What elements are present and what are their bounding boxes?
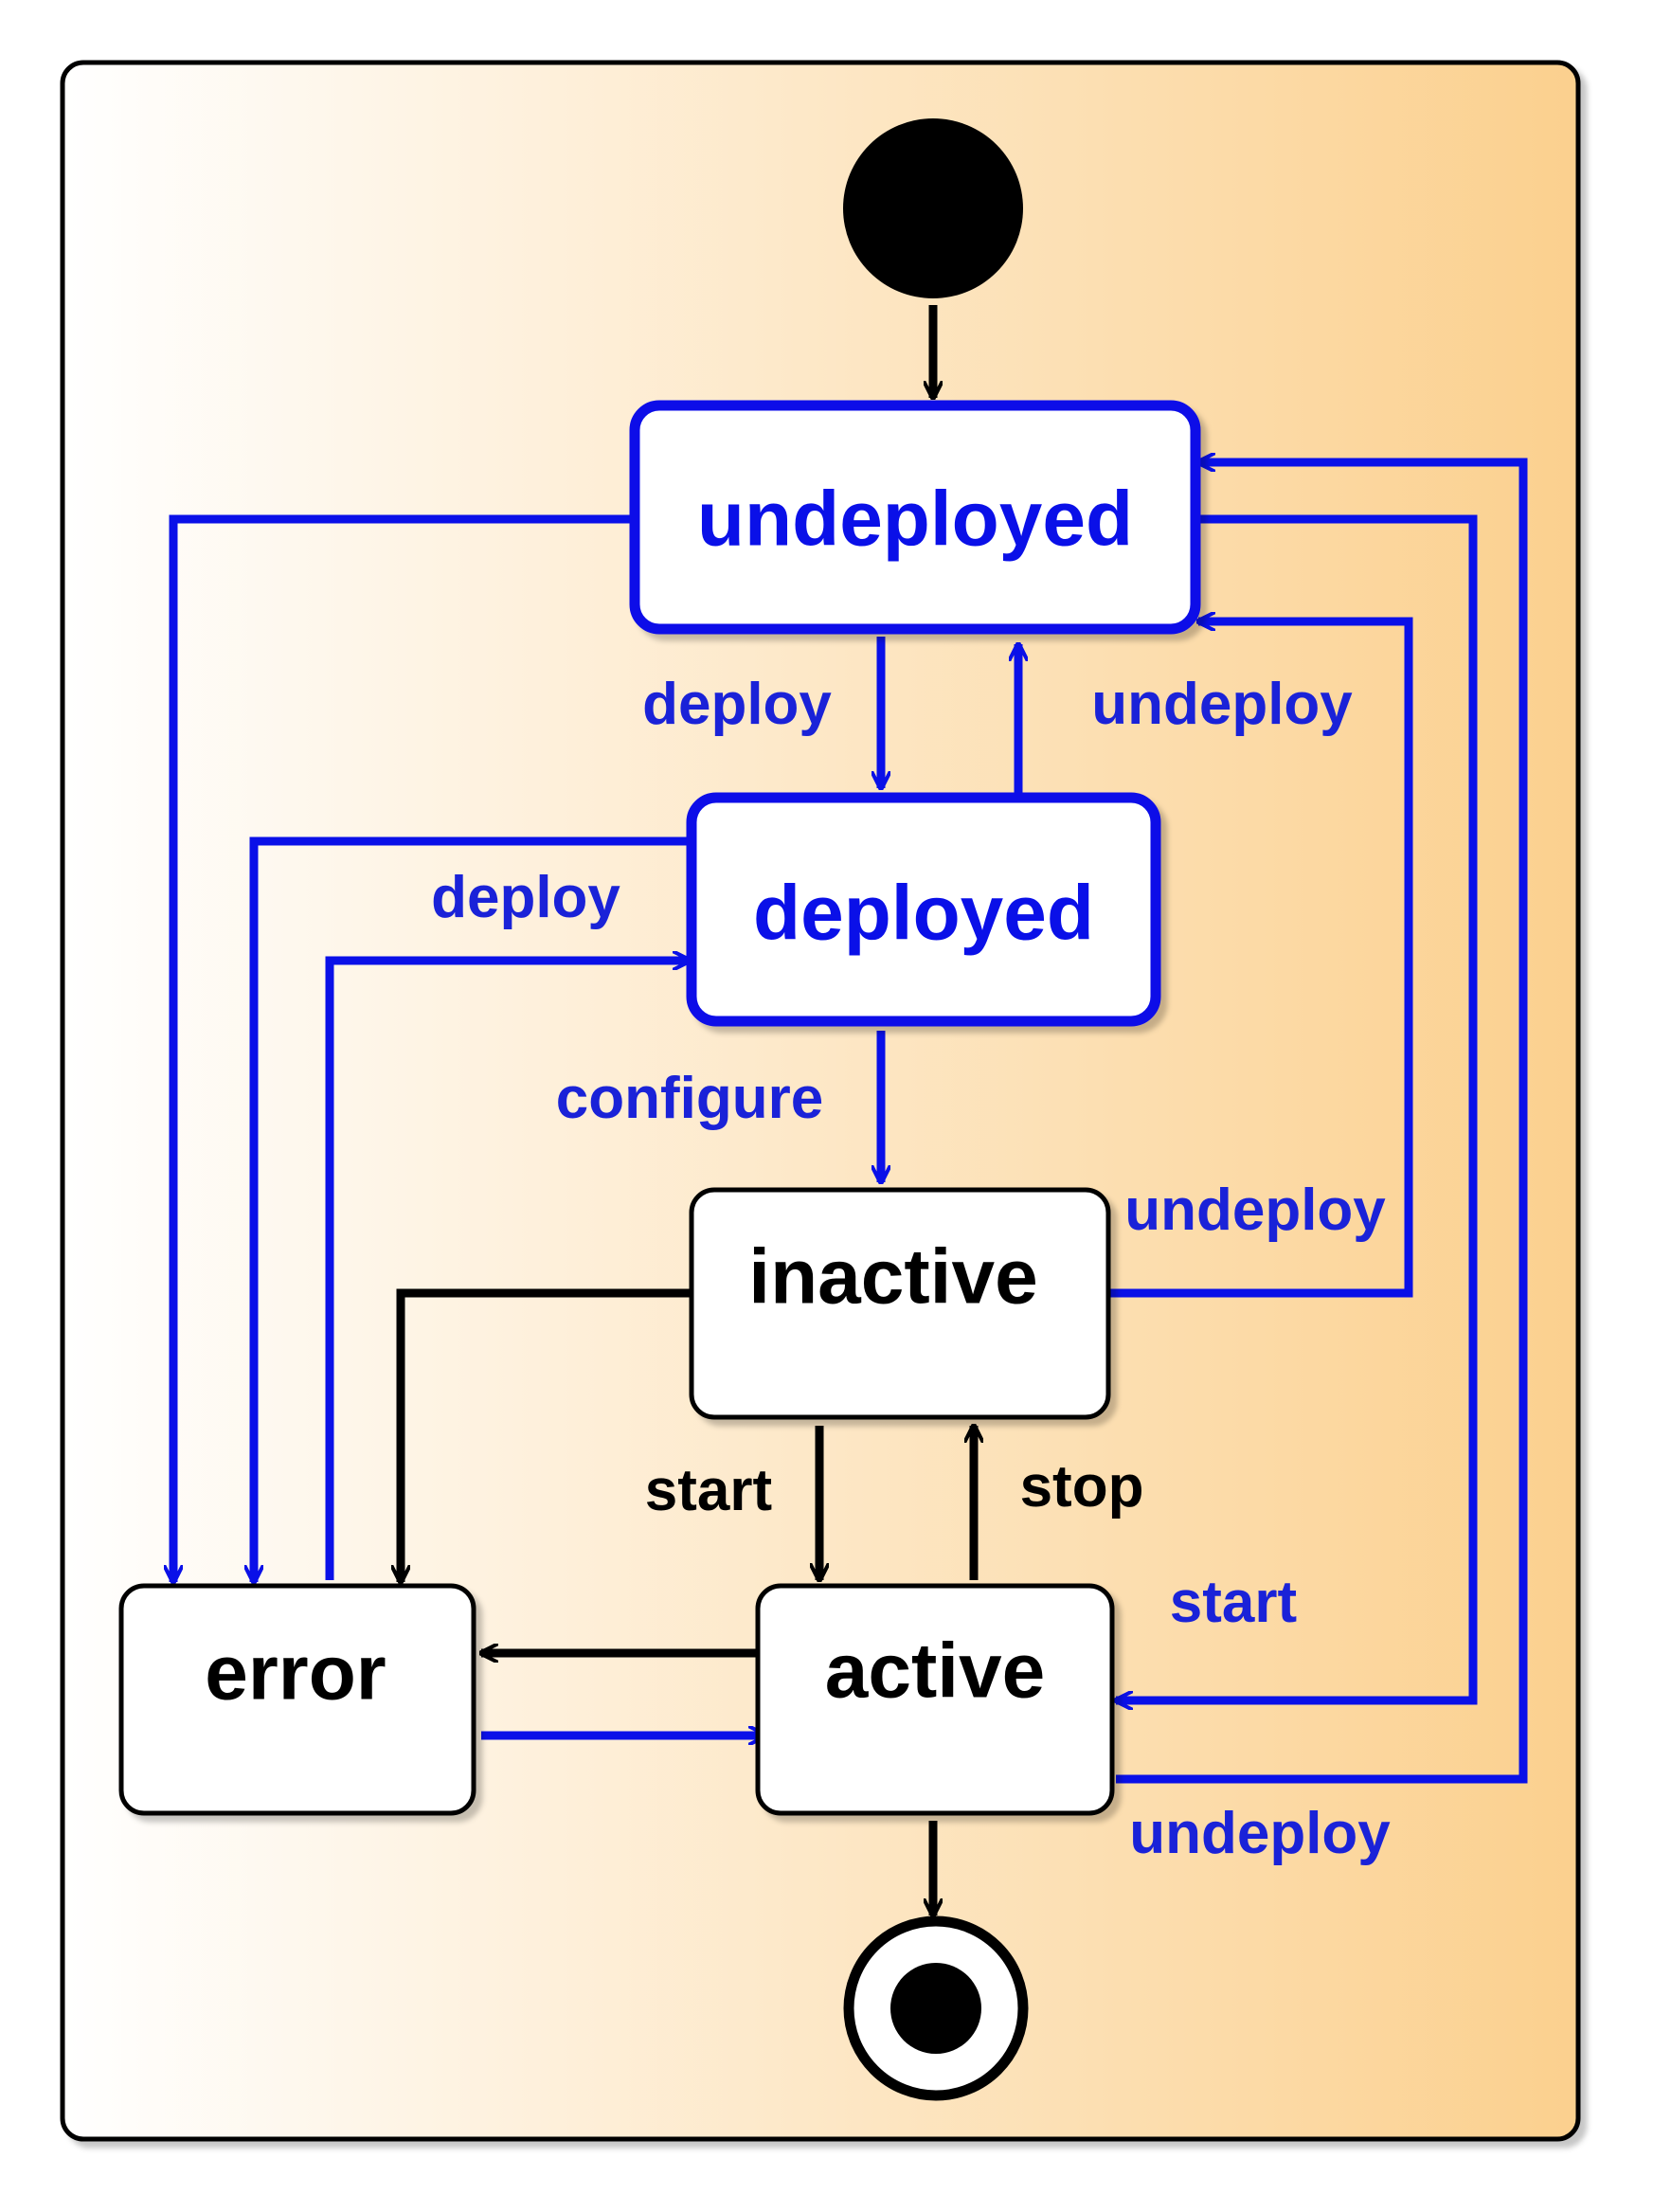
edge-inactive-to-error — [401, 1288, 690, 1582]
label-active-to-undeployed: undeploy — [1129, 1801, 1391, 1866]
label-undeployed-to-active: start — [1170, 1570, 1297, 1635]
label-active-to-inactive: stop — [1020, 1454, 1144, 1520]
state-active-label: active — [825, 1628, 1046, 1715]
state-error-label: error — [205, 1630, 386, 1717]
edge-error-to-deployed — [325, 961, 690, 1580]
state-error: error — [118, 1583, 476, 1816]
label-error-to-deployed: deploy — [431, 865, 620, 930]
edge-active-to-undeployed — [1116, 462, 1528, 1784]
state-undeployed: undeployed — [629, 400, 1201, 635]
edge-undeployed-to-active — [1116, 514, 1478, 1700]
label-deployed-to-inactive: configure — [556, 1066, 823, 1131]
final-state-node — [843, 1915, 1029, 2101]
state-inactive-label: inactive — [748, 1234, 1037, 1321]
edge-undeployed-to-error — [173, 514, 635, 1582]
state-deployed: deployed — [686, 792, 1161, 1027]
state-deployed-label: deployed — [753, 871, 1094, 957]
label-inactive-to-undeployed: undeploy — [1124, 1178, 1386, 1243]
label-inactive-to-active: start — [645, 1458, 772, 1523]
initial-state-node — [843, 118, 1023, 298]
edge-deployed-to-error — [254, 836, 692, 1582]
state-undeployed-label: undeployed — [697, 477, 1133, 563]
state-active: active — [755, 1583, 1115, 1816]
label-undeployed-to-deployed: deploy — [642, 672, 832, 737]
label-deployed-to-undeployed: undeploy — [1091, 672, 1353, 737]
edge-inactive-to-undeployed — [1110, 621, 1413, 1298]
state-inactive: inactive — [689, 1187, 1111, 1420]
